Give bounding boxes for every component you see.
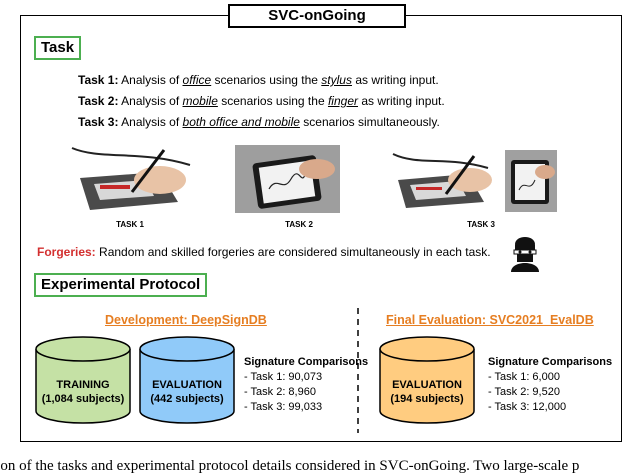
task-3-caption: TASK 3 (467, 220, 495, 229)
final-evaluation-subjects: (194 subjects) (390, 393, 464, 405)
dev-comparison-item: - Task 1: 90,073 (244, 371, 323, 383)
protocol-heading: Experimental Protocol (34, 273, 208, 297)
dev-comparisons-title: Signature Comparisons (244, 356, 369, 368)
final-evaluation-cylinder (379, 336, 475, 424)
task-text: Analysis of (121, 73, 180, 87)
task-text: scenarios using the (221, 94, 325, 108)
task-line-2: Task 2: Analysis of mobile scenarios usi… (78, 94, 445, 108)
thief-icon (511, 237, 539, 272)
evaluation-cylinder (139, 336, 235, 424)
final-comparison-item: - Task 1: 6,000 (488, 371, 560, 383)
forgeries-label: Forgeries: (37, 245, 96, 259)
task-text: as writing input. (355, 73, 439, 87)
finger-phone-image (235, 145, 340, 213)
task-label: Task 2: (78, 94, 119, 108)
finger-phone-image (505, 150, 557, 212)
task-line-1: Task 1: Analysis of office scenarios usi… (78, 73, 439, 87)
task-label: Task 1: (78, 73, 119, 87)
development-heading: Development: DeepSignDB (105, 313, 267, 327)
final-comparisons-title: Signature Comparisons (488, 356, 613, 368)
task-text: scenarios simultaneously. (303, 115, 440, 129)
training-subjects: (1,084 subjects) (41, 393, 125, 405)
task-emphasis: stylus (321, 73, 352, 87)
task-2-caption: TASK 2 (285, 220, 313, 229)
forgeries-text: Random and skilled forgeries are conside… (99, 245, 491, 259)
task-emphasis: office (182, 73, 212, 87)
final-evaluation-heading: Final Evaluation: SVC2021_EvalDB (386, 313, 594, 327)
dev-comparison-item: - Task 2: 8,960 (244, 386, 316, 398)
task-text: as writing input. (361, 94, 445, 108)
task-emphasis: finger (327, 94, 358, 108)
evaluation-subjects: (442 subjects) (150, 393, 224, 405)
section-divider (357, 308, 359, 433)
stylus-tablet-image (392, 153, 492, 208)
stylus-tablet-image (71, 147, 191, 210)
page-title: SVC-onGoing (228, 4, 406, 28)
task-text: Analysis of (121, 94, 180, 108)
task-1-caption: TASK 1 (116, 220, 144, 229)
forgeries-line: Forgeries: Random and skilled forgeries … (37, 245, 491, 259)
final-evaluation-label: EVALUATION (392, 379, 462, 391)
task-emphasis: mobile (182, 94, 218, 108)
training-label: TRAINING (56, 379, 110, 391)
dev-comparison-item: - Task 3: 99,033 (244, 401, 323, 413)
task-line-3: Task 3: Analysis of both office and mobi… (78, 115, 440, 129)
figure-caption: tion of the tasks and experimental proto… (0, 458, 580, 474)
evaluation-label: EVALUATION (152, 379, 222, 391)
final-comparison-item: - Task 2: 9,520 (488, 386, 560, 398)
task-text: scenarios using the (214, 73, 318, 87)
training-cylinder (35, 336, 131, 424)
task-heading: Task (34, 36, 82, 60)
task-text: Analysis of (121, 115, 180, 129)
task-emphasis: both office and mobile (182, 115, 300, 129)
final-comparison-item: - Task 3: 12,000 (488, 401, 567, 413)
task-label: Task 3: (78, 115, 119, 129)
